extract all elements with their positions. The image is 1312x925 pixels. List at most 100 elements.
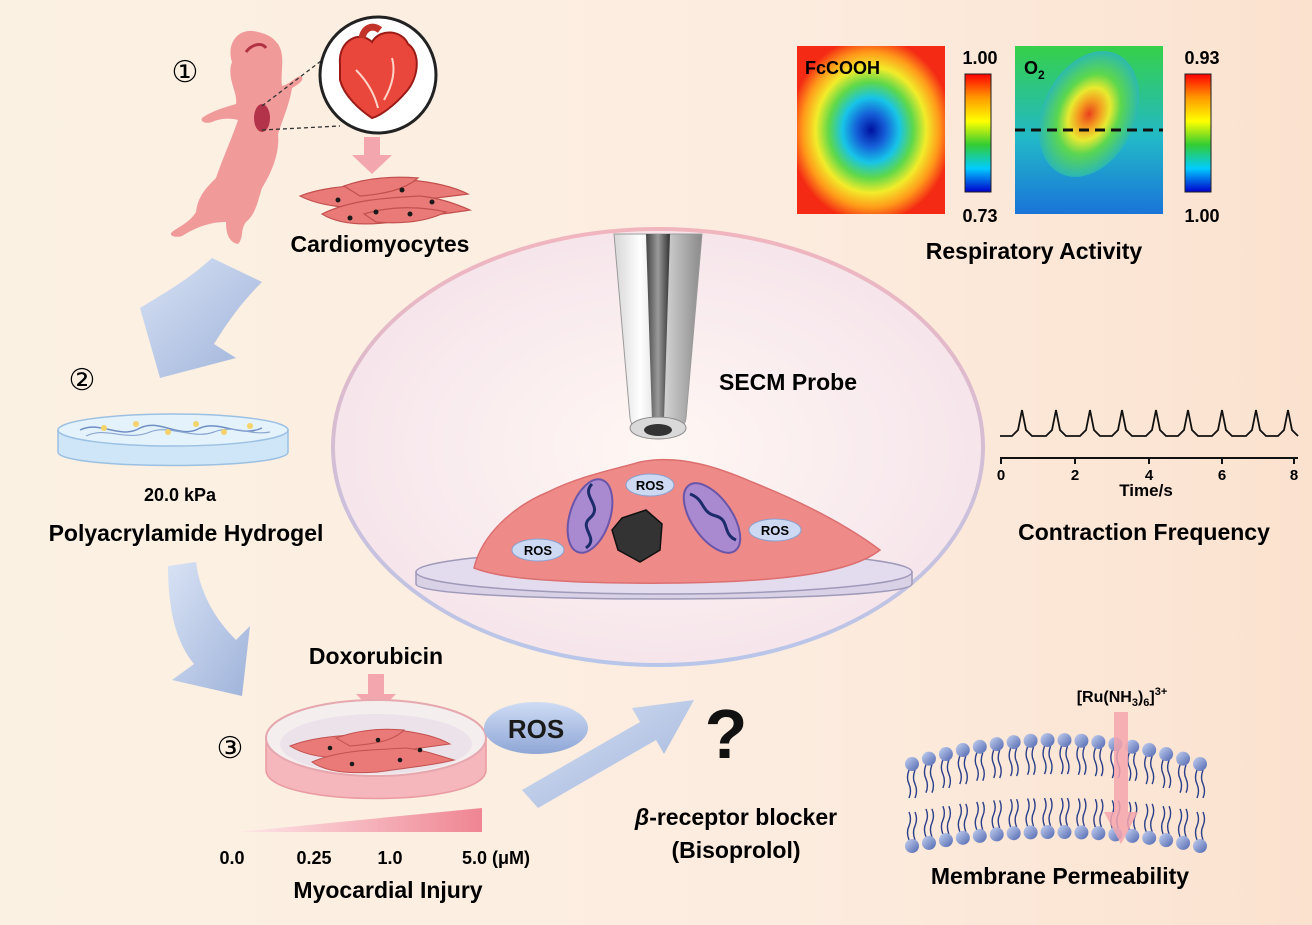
lipid-tail bbox=[940, 759, 946, 789]
ros-ellipse-top bbox=[625, 473, 675, 497]
lipid-tail bbox=[1194, 769, 1200, 799]
lipid-tail bbox=[980, 752, 985, 782]
lipid-tail bbox=[1166, 759, 1172, 789]
lipid-head bbox=[1125, 828, 1140, 843]
step1-marker: ① bbox=[172, 56, 199, 89]
lipid-tail bbox=[912, 769, 918, 799]
contraction-tick-4: 4 bbox=[1145, 467, 1154, 484]
o2-map-hotspot bbox=[1038, 51, 1140, 177]
lipid-head bbox=[905, 839, 919, 853]
cardiomyocyte-cell bbox=[473, 458, 882, 584]
dose-tick-2: 1.0 bbox=[377, 848, 402, 868]
lipid-tail bbox=[1149, 755, 1155, 785]
lipid-head bbox=[1074, 825, 1089, 840]
lipid-tail bbox=[1143, 755, 1149, 785]
lipid-tail bbox=[957, 755, 963, 785]
zoom-line-bottom bbox=[261, 125, 341, 131]
contraction-xlabel: Time/s bbox=[1119, 481, 1173, 500]
fccooh-scale-min: 0.73 bbox=[962, 206, 997, 226]
cardiomyocytes-label: Cardiomyocytes bbox=[291, 231, 470, 257]
lipid-tail bbox=[1048, 797, 1053, 827]
lipid-head bbox=[1193, 757, 1207, 771]
lipid-tail bbox=[1110, 749, 1115, 779]
lipid-tail bbox=[929, 808, 935, 838]
contraction-title: Contraction Frequency bbox=[1018, 519, 1270, 545]
stiffness-label: 20.0 kPa bbox=[144, 485, 217, 505]
dose-tick-3: 5.0 (μM) bbox=[462, 848, 530, 868]
contraction-tick-6: 6 bbox=[1218, 467, 1226, 484]
lipid-head bbox=[972, 828, 987, 843]
lipid-head bbox=[1142, 830, 1157, 845]
lipid-tail bbox=[1177, 808, 1183, 838]
blocker-text: -receptor blocker bbox=[649, 804, 837, 830]
lipid-tail bbox=[929, 764, 935, 793]
lipid-head bbox=[1023, 733, 1038, 748]
lipid-tail bbox=[1025, 746, 1030, 776]
lipid-tail bbox=[997, 749, 1002, 779]
lipid-tail bbox=[1149, 803, 1155, 833]
lipid-tail bbox=[1076, 798, 1081, 827]
blocker-greek: β bbox=[634, 804, 649, 830]
lipid-tail bbox=[912, 811, 918, 841]
lipid-tail bbox=[1048, 745, 1053, 775]
lipid-tail bbox=[1008, 798, 1013, 828]
lipid-tail bbox=[1200, 769, 1206, 799]
lipid-head bbox=[1176, 835, 1191, 850]
lipid-head bbox=[1159, 747, 1174, 762]
secm-probe-label: SECM Probe bbox=[719, 369, 857, 395]
lipid-tail bbox=[1082, 798, 1087, 827]
lipid-head bbox=[1091, 826, 1106, 841]
doxorubicin-label: Doxorubicin bbox=[309, 643, 443, 669]
blue-curved-arrow-1 bbox=[136, 258, 262, 378]
ros-label-right: ROS bbox=[761, 523, 790, 538]
lipid-head bbox=[989, 737, 1004, 752]
lipid-head bbox=[921, 835, 936, 850]
lipid-tail bbox=[974, 801, 979, 831]
o2-label-sub: 2 bbox=[1038, 68, 1045, 82]
lipid-head bbox=[1159, 833, 1174, 848]
step3-marker: ③ bbox=[217, 732, 244, 765]
lipid-head bbox=[1057, 733, 1072, 748]
lipid-tail bbox=[923, 808, 929, 838]
ros-bubble bbox=[484, 702, 588, 754]
mitochondrion-left bbox=[566, 478, 614, 554]
cell-nuclei bbox=[335, 187, 435, 221]
ros-bubble-label: ROS bbox=[508, 714, 564, 744]
o2-color-scale bbox=[1184, 73, 1212, 193]
heart-illustration bbox=[318, 15, 438, 135]
lipid-head bbox=[972, 739, 987, 754]
blocker-label: β-receptor blocker bbox=[634, 804, 837, 830]
lipid-bilayer bbox=[905, 733, 1207, 853]
lipid-tail bbox=[1099, 798, 1104, 828]
lipid-tail bbox=[1031, 798, 1036, 827]
lipid-tail bbox=[906, 811, 912, 841]
ros-label-left: ROS bbox=[524, 543, 553, 558]
lipid-tail bbox=[946, 759, 952, 789]
permeation-arrow bbox=[1104, 712, 1138, 844]
lipid-tail bbox=[1166, 805, 1172, 835]
o2-scale-max: 0.93 bbox=[1184, 48, 1219, 68]
dose-tick-1: 0.25 bbox=[296, 848, 331, 868]
o2-label: O2 bbox=[1024, 58, 1045, 82]
lipid-head bbox=[1040, 733, 1055, 748]
contraction-tick-0: 0 bbox=[997, 467, 1005, 484]
secm-probe bbox=[613, 233, 703, 440]
contraction-tick-8: 8 bbox=[1290, 467, 1298, 484]
lipid-head bbox=[921, 751, 936, 766]
myocardial-injury-label: Myocardial Injury bbox=[293, 877, 482, 903]
step2-marker: ② bbox=[69, 364, 96, 397]
fccooh-scale-max: 1.00 bbox=[962, 48, 997, 68]
lipid-tail bbox=[1160, 759, 1166, 789]
lipid-tail bbox=[980, 801, 985, 831]
contraction-ticks bbox=[1000, 458, 1295, 464]
lipid-tail bbox=[957, 803, 963, 833]
lipid-tail bbox=[1093, 798, 1098, 828]
lipid-head bbox=[938, 747, 953, 762]
lipid-tail bbox=[974, 752, 979, 782]
lipid-tail bbox=[1031, 746, 1036, 776]
mitochondrion-right bbox=[682, 482, 742, 554]
cell-nucleus bbox=[611, 509, 663, 563]
lipid-tail bbox=[1099, 747, 1104, 777]
lipid-tail bbox=[906, 769, 912, 799]
question-mark: ? bbox=[705, 695, 748, 773]
